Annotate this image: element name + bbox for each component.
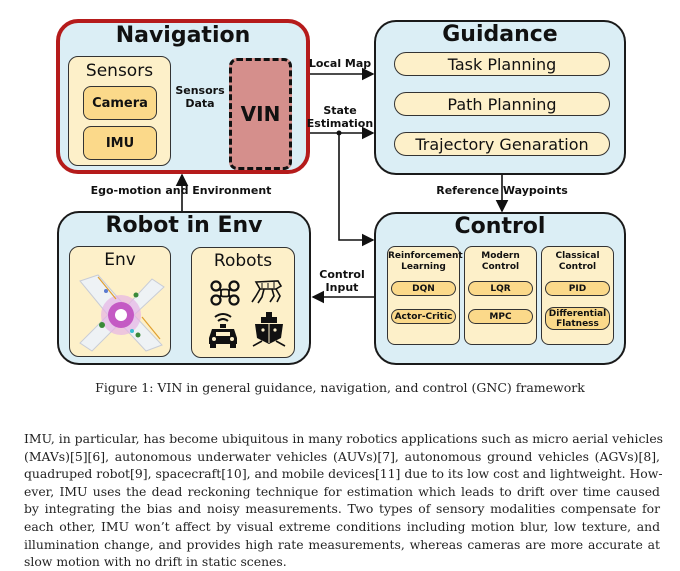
robot-in-env-title: Robot in Env — [105, 213, 263, 238]
env-box: Env — [69, 246, 171, 357]
state-estimation-label: State Estimation — [306, 104, 374, 130]
paragraph-line: ever, IMU uses the dead reckoning techni… — [24, 483, 660, 499]
method-differential-flatness: Differential Flatness — [545, 307, 610, 330]
drone-icon — [210, 280, 240, 306]
sensors-title: Sensors — [85, 61, 154, 81]
control-column-classical-control: Classical Control PID Differential Flatn… — [541, 246, 614, 345]
paragraph-line: quadruped robot[9], spacecraft[10], and … — [24, 466, 663, 482]
paragraph-line: IMU, in particular, has become ubiquitou… — [24, 431, 664, 446]
figure-caption: Figure 1: VIN in general guidance, navig… — [95, 380, 585, 395]
control-input-label: Control Input — [319, 268, 365, 294]
paragraph-line: illumination change, and provides high r… — [24, 536, 660, 552]
ship-icon — [252, 312, 286, 347]
method-pid: PID — [545, 281, 610, 296]
method-mpc: MPC — [468, 309, 533, 324]
env-title: Env — [104, 250, 136, 270]
control-column-header: Reinforcement Learning — [388, 251, 463, 272]
paragraph-line: each other, IMU won’t affect by visual e… — [24, 518, 660, 534]
method-lqr: LQR — [468, 281, 533, 296]
sensors-data-label: Sensors Data — [175, 84, 225, 110]
robots-box: Robots — [191, 247, 295, 358]
camera-box: Camera — [83, 86, 157, 120]
control-column-reinforcement-learning: Reinforcement Learning DQN Actor-Critic — [387, 246, 463, 345]
control-column-header: Classical Control — [555, 251, 600, 272]
autonomous-car-icon — [209, 313, 237, 348]
paragraph-line: (MAVs)[5][6], autonomous underwater vehi… — [24, 448, 660, 464]
paragraph-line: slow motion with no drift in static scen… — [24, 554, 287, 570]
control-title: Control — [454, 214, 546, 239]
state-to-control-arrow — [338, 133, 375, 247]
method-actor-critic: Actor-Critic — [391, 309, 456, 324]
quadruped-robot-icon — [251, 280, 283, 304]
env-map-image — [79, 274, 165, 352]
imu-box: IMU — [83, 126, 157, 160]
reference-waypoints-label: Reference Waypoints — [436, 184, 568, 197]
body-paragraph: IMU, in particular, has become ubiquitou… — [24, 430, 664, 571]
local-map-label: Local Map — [308, 57, 372, 70]
vin-box: VIN — [229, 58, 292, 170]
robots-title: Robots — [213, 251, 273, 271]
trajectory-generation-step: Trajectory Genaration — [394, 132, 610, 156]
control-column-header: Modern Control — [481, 251, 520, 272]
guidance-title: Guidance — [442, 22, 558, 47]
navigation-title: Navigation — [115, 23, 251, 48]
control-column-modern-control: Modern Control LQR MPC — [464, 246, 537, 345]
ego-motion-label: Ego-motion and Environment — [90, 184, 272, 197]
path-planning-step: Path Planning — [394, 92, 610, 116]
method-dqn: DQN — [391, 281, 456, 296]
paragraph-line: by integrating the bias and noisy measur… — [24, 501, 660, 517]
task-planning-step: Task Planning — [394, 52, 610, 76]
